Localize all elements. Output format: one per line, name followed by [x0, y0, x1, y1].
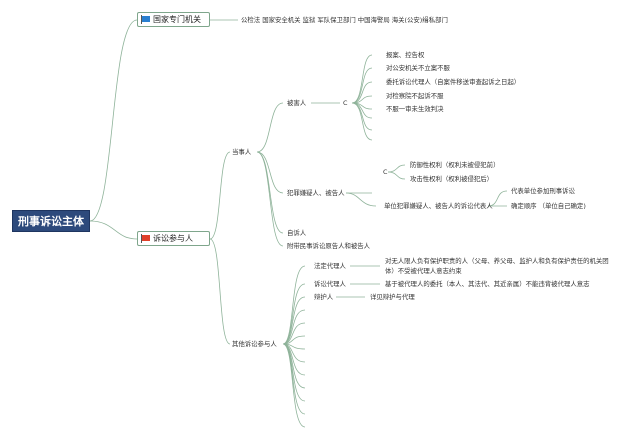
root-title: 刑事诉讼主体: [18, 215, 84, 228]
victim-marker: C: [343, 99, 348, 107]
private-prosecutor-node[interactable]: 自诉人: [287, 229, 307, 237]
branch-participants-label: 诉讼参与人: [153, 234, 193, 243]
defender-text: 详见辩护与代理: [370, 293, 415, 301]
red-flag-icon: [141, 234, 150, 243]
unit-item: 确定顺序 （单位自己确定): [511, 202, 586, 210]
suspect-right: 防御性权利（权利未被侵犯前）: [410, 161, 500, 169]
branch-participants[interactable]: 诉讼参与人: [137, 231, 210, 246]
defender-node[interactable]: 辩护人: [314, 293, 334, 301]
legal-rep-node[interactable]: 法定代理人: [314, 262, 346, 270]
suspect-right: 攻击性权利（权利被侵犯后）: [410, 175, 494, 183]
legal-rep-text-2: 体）不受被代理人意志约束: [385, 267, 462, 275]
victim-item: 报案、控告权: [386, 51, 425, 59]
litigation-agent-text: 基于被代理人的委托（本人、其法代、其近亲属）不能违背被代理人意志: [385, 280, 590, 288]
victim-item: 对检察院不起诉不服: [386, 92, 444, 100]
blue-flag-icon: [141, 15, 150, 24]
victim-node[interactable]: 被害人: [287, 99, 307, 107]
branch-state-label: 国家专门机关: [153, 15, 201, 24]
victim-item: 对公安机关不立案不服: [386, 64, 450, 72]
root-node[interactable]: 刑事诉讼主体: [12, 210, 90, 232]
parties-node[interactable]: 当事人: [232, 148, 252, 156]
unit-representative-node[interactable]: 单位犯罪嫌疑人、被告人的诉讼代表人: [384, 202, 493, 210]
branch-state-organs[interactable]: 国家专门机关: [137, 12, 210, 27]
litigation-agent-node[interactable]: 诉讼代理人: [314, 280, 346, 288]
other-participants-node[interactable]: 其他诉讼参与人: [232, 340, 277, 348]
victim-item: 不服一审未生效判决: [386, 105, 444, 113]
suspect-marker: C: [383, 168, 388, 176]
victim-item: 委托诉讼代理人（自案件移送审查起诉之日起）: [386, 78, 521, 86]
suspect-node[interactable]: 犯罪嫌疑人、被告人: [287, 189, 345, 197]
civil-parties-node[interactable]: 附带民事诉讼原告人和被告人: [287, 242, 371, 250]
legal-rep-text-1: 对无人限人负有保护职责的人（父母、养父母、监护人和负有保护责任的机关团: [385, 257, 609, 265]
unit-item: 代表单位参加刑事诉讼: [511, 187, 575, 195]
state-organs-detail: 公检法 国家安全机关 监狱 军队保卫部门 中国海警局 海关(公安)缉私部门: [241, 16, 448, 24]
